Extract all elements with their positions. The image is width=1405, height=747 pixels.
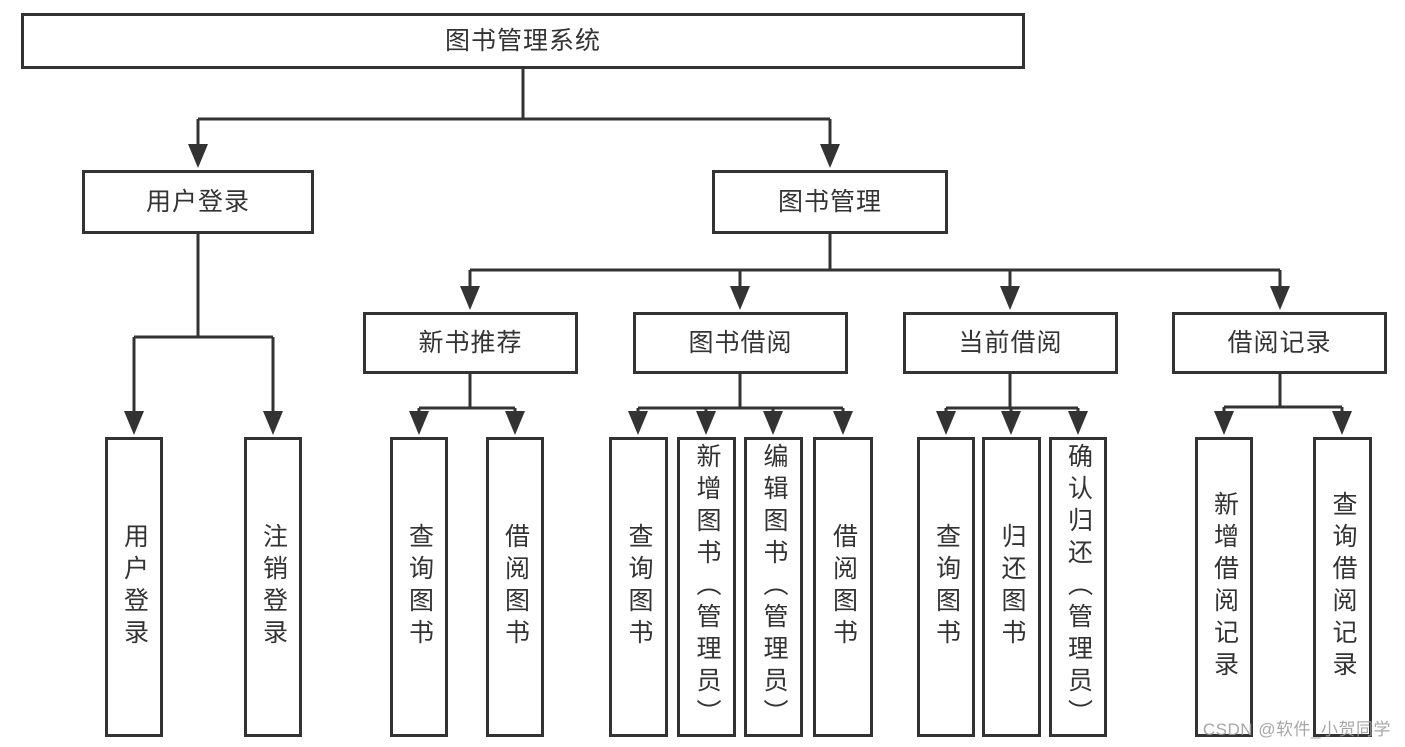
arrowhead-icons bbox=[124, 144, 1352, 435]
leaf-user-login: 用户登录 bbox=[105, 437, 163, 737]
node-book-management-label: 图书管理 bbox=[777, 187, 882, 216]
node-current-borrowing-label: 当前借阅 bbox=[958, 328, 1063, 357]
leaf-bb-borrow-books-label: 借阅图书 bbox=[829, 523, 858, 651]
node-current-borrowing: 当前借阅 bbox=[903, 312, 1118, 374]
node-user-login: 用户登录 bbox=[82, 170, 314, 234]
leaf-cb-confirm-return-admin: 确认归还（管理员） bbox=[1049, 437, 1107, 737]
leaf-user-login-label: 用户登录 bbox=[120, 523, 149, 651]
leaf-bb-add-books-admin-label: 新增图书（管理员） bbox=[693, 443, 721, 731]
leaf-bb-edit-books-admin-label: 编辑图书（管理员） bbox=[760, 443, 788, 731]
node-new-book-recommendation-label: 新书推荐 bbox=[418, 328, 523, 357]
leaf-cb-return-books-label: 归还图书 bbox=[998, 523, 1026, 651]
watermark: CSDN @软件_小贺同学 bbox=[1202, 720, 1391, 739]
leaf-cb-query-books: 查询图书 bbox=[917, 437, 975, 737]
leaf-nb-query-books: 查询图书 bbox=[390, 437, 448, 737]
leaf-nb-query-books-label: 查询图书 bbox=[405, 523, 434, 651]
node-library-system: 图书管理系统 bbox=[21, 13, 1025, 69]
leaf-cb-confirm-return-admin-label: 确认归还（管理员） bbox=[1064, 443, 1093, 731]
leaf-nb-borrow-books: 借阅图书 bbox=[486, 437, 544, 737]
node-book-borrowing: 图书借阅 bbox=[633, 312, 848, 374]
leaf-bb-query-books: 查询图书 bbox=[609, 437, 668, 737]
leaf-br-query-record: 查询借阅记录 bbox=[1313, 437, 1372, 737]
node-new-book-recommendation: 新书推荐 bbox=[363, 312, 578, 374]
node-library-system-label: 图书管理系统 bbox=[444, 26, 601, 55]
node-book-management: 图书管理 bbox=[712, 170, 948, 234]
node-user-login-label: 用户登录 bbox=[145, 187, 250, 216]
leaf-bb-edit-books-admin: 编辑图书（管理员） bbox=[744, 437, 803, 737]
leaf-br-add-record-label: 新增借阅记录 bbox=[1210, 491, 1239, 683]
leaf-bb-add-books-admin: 新增图书（管理员） bbox=[677, 437, 736, 737]
node-book-borrowing-label: 图书借阅 bbox=[688, 328, 793, 357]
node-borrowing-records-label: 借阅记录 bbox=[1227, 328, 1332, 357]
leaf-logout-label: 注销登录 bbox=[259, 523, 288, 651]
leaf-bb-query-books-label: 查询图书 bbox=[625, 523, 653, 651]
leaf-nb-borrow-books-label: 借阅图书 bbox=[501, 523, 530, 651]
leaf-cb-return-books: 归还图书 bbox=[982, 437, 1041, 737]
node-borrowing-records: 借阅记录 bbox=[1172, 312, 1387, 374]
leaf-br-add-record: 新增借阅记录 bbox=[1195, 437, 1253, 737]
leaf-logout: 注销登录 bbox=[244, 437, 302, 737]
leaf-br-query-record-label: 查询借阅记录 bbox=[1329, 491, 1357, 683]
leaf-bb-borrow-books: 借阅图书 bbox=[813, 437, 873, 737]
leaf-cb-query-books-label: 查询图书 bbox=[932, 523, 961, 651]
